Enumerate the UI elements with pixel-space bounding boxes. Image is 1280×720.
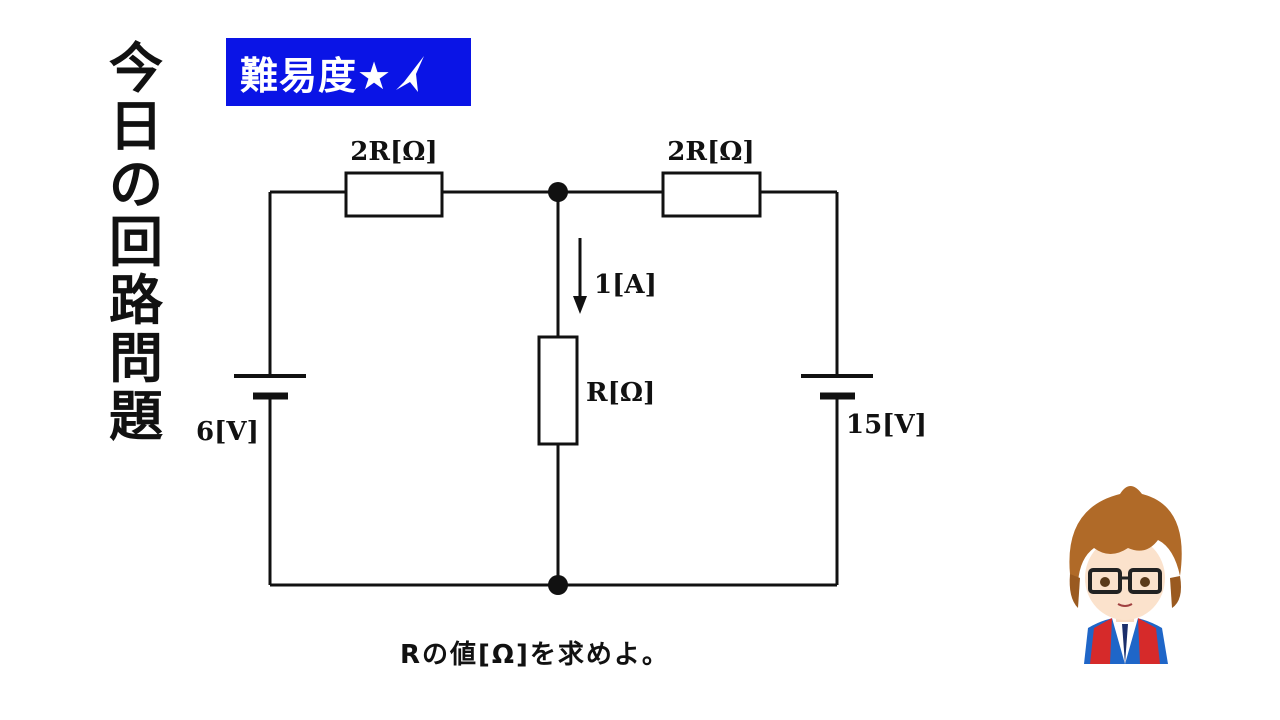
label-voltage-right: 15[V] [846,410,927,440]
vertical-title: 今日の回路問題 [109,37,163,448]
character-avatar-icon [1069,486,1182,664]
difficulty-label: 難易度★ [240,53,393,98]
label-resistor-left: 2R[Ω] [350,137,437,167]
label-voltage-left: 6[V] [196,417,259,447]
junction-top [548,182,568,202]
difficulty-badge: 難易度★ [226,38,471,106]
question-text: Rの値[Ω]を求めよ。 [400,640,670,670]
resistor-left [344,171,444,218]
resistor-middle [537,335,579,446]
battery-left [234,374,306,400]
label-resistor-right: 2R[Ω] [667,137,754,167]
label-resistor-middle: R[Ω] [586,378,655,408]
junction-bottom [548,575,568,595]
battery-right [801,374,873,400]
half-star-icon [396,56,425,92]
label-current: 1[A] [594,270,657,300]
resistor-right [661,171,762,218]
current-arrow-icon [573,238,587,314]
